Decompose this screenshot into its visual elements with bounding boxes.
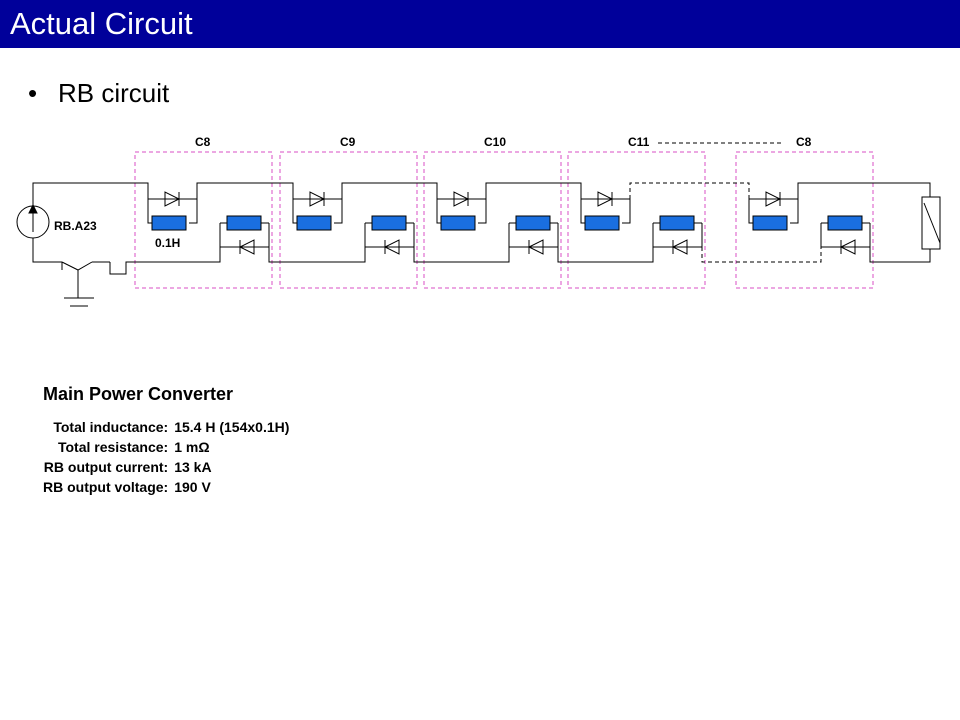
- wire: [32, 182, 149, 205]
- diode-icon: [309, 191, 326, 207]
- segment-label: C9: [340, 135, 356, 149]
- wire: [147, 199, 152, 224]
- segment-label: C8: [796, 135, 812, 149]
- wire: [189, 199, 198, 224]
- wire: [61, 261, 93, 271]
- wire: [219, 223, 270, 248]
- segment-label: C11: [628, 135, 650, 149]
- page-title: Actual Circuit: [10, 6, 193, 41]
- diode-icon: [839, 239, 856, 255]
- specs-title: Main Power Converter: [43, 384, 234, 404]
- dipole-magnet-icon: [296, 215, 332, 231]
- spec-key: RB output voltage:: [43, 479, 169, 495]
- segment-label: C8: [195, 135, 211, 149]
- diode-icon: [164, 191, 181, 207]
- wire: [334, 199, 343, 224]
- diode-icon: [238, 239, 255, 255]
- segment-box: [423, 151, 562, 289]
- segment-box: [735, 151, 874, 289]
- wire: [268, 247, 366, 263]
- specs-panel: Main Power Converter Total inductance: 15…: [40, 384, 292, 497]
- wire: [292, 199, 297, 224]
- wire: [701, 247, 822, 263]
- arrow-icon: [28, 203, 38, 214]
- spec-value: 15.4 H (154x0.1H): [174, 419, 290, 435]
- spec-value: 1 mΩ: [174, 439, 210, 455]
- dipole-magnet-icon: [584, 215, 620, 231]
- wire: [580, 199, 585, 224]
- dipole-magnet-icon: [827, 215, 863, 231]
- dipole-magnet-icon: [151, 215, 187, 231]
- segment-box: [134, 151, 273, 289]
- title-bar: Actual Circuit: [0, 0, 960, 48]
- dipole-magnet-icon: [371, 215, 407, 231]
- spec-value: 190 V: [174, 479, 211, 495]
- bullet-item: • RB circuit: [28, 78, 169, 109]
- wire: [341, 182, 438, 199]
- wire: [109, 247, 221, 275]
- spec-key: Total resistance:: [57, 439, 169, 455]
- wire: [436, 199, 441, 224]
- diode-icon: [765, 191, 782, 207]
- spec-row: Total inductance: 15.4 H (154x0.1H): [40, 417, 292, 437]
- wire: [797, 182, 931, 199]
- dipole-magnet-icon: [752, 215, 788, 231]
- wire: [508, 223, 559, 248]
- spec-row: RB output voltage: 190 V: [40, 477, 292, 497]
- wire: [413, 247, 510, 263]
- wire: [652, 223, 703, 248]
- wire: [923, 202, 941, 244]
- load-resistor-icon: [921, 196, 941, 250]
- spec-key: RB output current:: [43, 459, 169, 475]
- wire: [622, 199, 631, 224]
- diode-icon: [383, 239, 400, 255]
- bullet-text: RB circuit: [58, 78, 170, 108]
- circuit-diagram: RB.A23 0.1H C8 C9 C10 C11 C8: [16, 135, 941, 307]
- bullet-glyph: •: [28, 78, 38, 108]
- wire: [748, 199, 753, 224]
- wire: [485, 182, 582, 199]
- wire: [869, 247, 931, 263]
- wire: [364, 223, 415, 248]
- inductance-label: 0.1H: [155, 236, 180, 250]
- spec-value: 13 kA: [174, 459, 212, 475]
- segment-box: [567, 151, 706, 289]
- wire: [32, 238, 62, 263]
- dipole-magnet-icon: [659, 215, 695, 231]
- dipole-magnet-icon: [515, 215, 551, 231]
- segment-label: C10: [484, 135, 506, 149]
- spec-row: RB output current: 13 kA: [40, 457, 292, 477]
- spec-row: Total resistance: 1 mΩ: [40, 437, 292, 457]
- wire: [629, 182, 750, 199]
- dipole-magnet-icon: [440, 215, 476, 231]
- wire: [790, 199, 799, 224]
- wire: [557, 247, 654, 263]
- specs-table: Total inductance:15.4 H (154x0.1H)Total …: [40, 417, 292, 497]
- segment-box: [279, 151, 418, 289]
- diode-icon: [671, 239, 688, 255]
- wire: [478, 199, 487, 224]
- wire: [196, 182, 294, 199]
- diode-icon: [527, 239, 544, 255]
- diode-icon: [453, 191, 470, 207]
- source-label: RB.A23: [54, 219, 97, 233]
- wire: [820, 223, 871, 248]
- spec-key: Total inductance:: [53, 419, 169, 435]
- diode-icon: [597, 191, 614, 207]
- dipole-magnet-icon: [226, 215, 262, 231]
